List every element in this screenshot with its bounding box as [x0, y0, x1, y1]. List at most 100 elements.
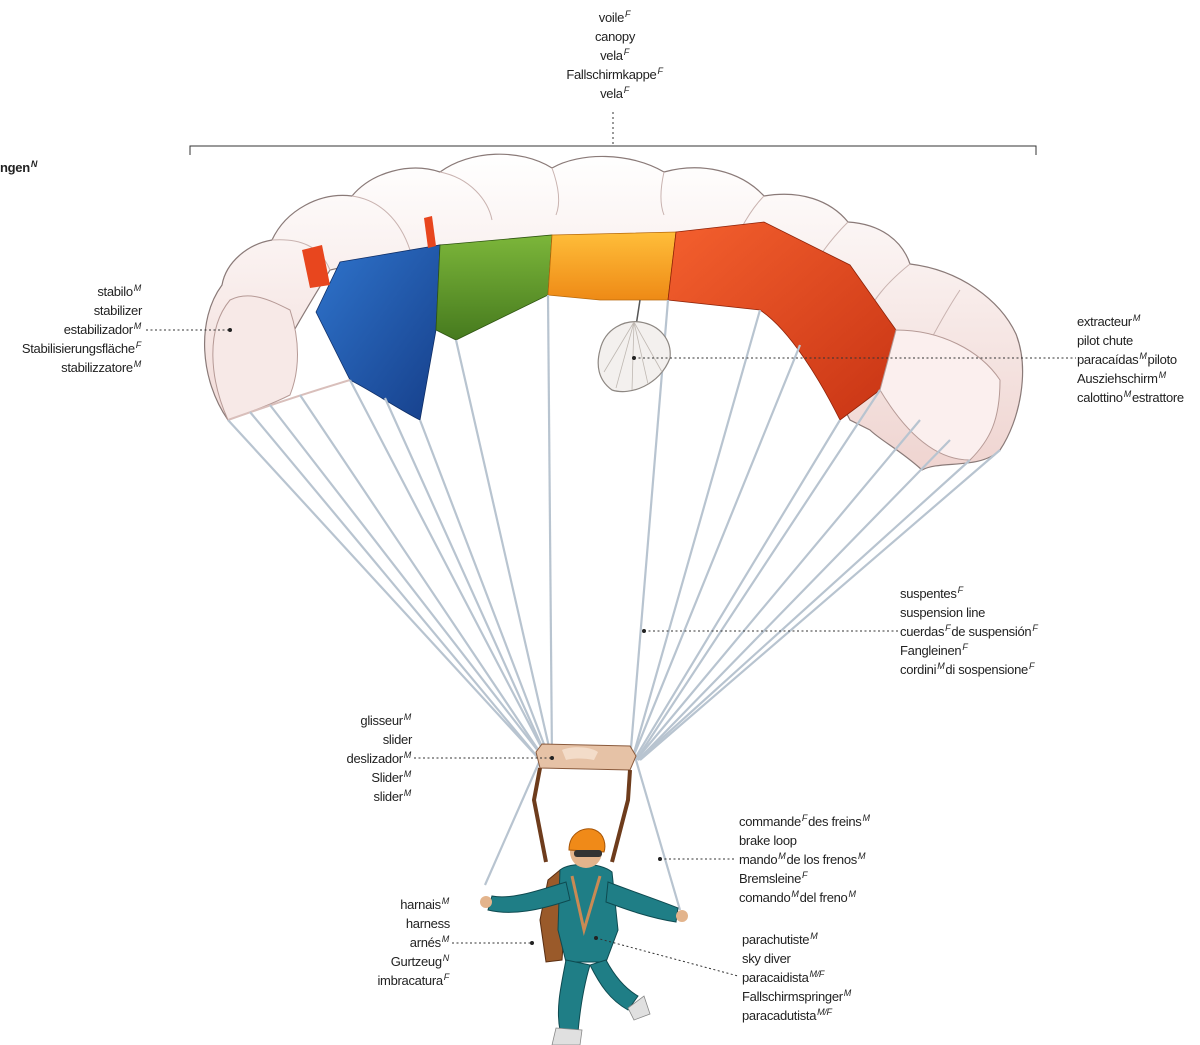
- gender-marker: F: [657, 66, 663, 76]
- gender-marker: F: [443, 972, 450, 982]
- harness-term: GurtzeugN: [330, 952, 450, 971]
- gender-marker: M: [441, 934, 450, 944]
- term-text: commande: [739, 814, 801, 829]
- gender-marker: M: [1139, 351, 1147, 361]
- term-text: canopy: [594, 29, 636, 44]
- leader-dots: [228, 328, 662, 945]
- term-text: comando: [739, 890, 791, 905]
- term-text: Slider: [371, 770, 403, 785]
- term-text: imbracatura: [377, 973, 443, 988]
- term-text: de los frenos: [786, 852, 857, 867]
- pilot-chute-term: pilot chute: [1077, 331, 1184, 350]
- pilot-chute-term: AusziehschirmM: [1077, 369, 1184, 388]
- term-text: de suspensión: [951, 624, 1032, 639]
- sky-diver-term: FallschirmspringerM: [742, 987, 852, 1006]
- term-text: pilot chute: [1077, 333, 1133, 348]
- term-text: stabilo: [97, 284, 133, 299]
- gender-marker: F: [1032, 623, 1038, 633]
- brake-loop-term: comandoMdel frenoM: [739, 888, 871, 907]
- term-text: brake loop: [739, 833, 797, 848]
- sky-diver-term: sky diver: [742, 949, 852, 968]
- term-text: paracaídas: [1077, 352, 1139, 367]
- term-text: estabilizador: [63, 322, 133, 337]
- term-text: extracteur: [1077, 314, 1132, 329]
- slider-term: slider: [300, 730, 413, 749]
- gender-marker: M: [133, 359, 142, 369]
- slider-term: glisseurM: [300, 711, 412, 730]
- suspension-line-term: cuerdasFde suspensiónF: [900, 622, 1039, 641]
- term-text: stabilizzatore: [61, 360, 133, 375]
- term-text: del freno: [799, 890, 848, 905]
- harness-term: harness: [330, 914, 450, 933]
- sky-diver: [480, 828, 688, 1045]
- harness-term: imbracaturaF: [330, 971, 450, 990]
- term-text: deslizador: [346, 751, 404, 766]
- gender-marker: M: [848, 889, 857, 899]
- harness-term: arnésM: [330, 933, 450, 952]
- term-text: estrattore: [1131, 390, 1184, 405]
- gender-marker: F: [957, 585, 964, 595]
- gender-marker: N: [442, 953, 450, 963]
- stabilizer-term: estabilizadorM: [0, 320, 142, 339]
- term-text: harnais: [400, 897, 441, 912]
- gender-marker: M: [133, 283, 142, 293]
- gender-marker: M: [778, 851, 786, 861]
- term-text: Bremsleine: [739, 871, 802, 886]
- term-text: glisseur: [360, 713, 403, 728]
- suspension-line-term: cordiniMdi sospensioneF: [900, 660, 1039, 679]
- gender-marker: M: [937, 661, 945, 671]
- gender-marker: F: [802, 870, 808, 880]
- gender-marker: M: [810, 931, 818, 941]
- term-text: slider: [382, 732, 413, 747]
- canopy-term: voileF: [530, 8, 700, 27]
- term-text: parachutiste: [742, 932, 810, 947]
- gender-marker: M: [858, 851, 866, 861]
- gender-marker: M: [403, 788, 412, 798]
- gender-marker: M: [862, 813, 871, 823]
- sky-diver-term: paracadutistaM/F: [742, 1006, 852, 1025]
- term-text: arnés: [409, 935, 441, 950]
- slider-term: deslizadorM: [300, 749, 412, 768]
- gender-marker: F: [625, 9, 631, 19]
- canopy-term: FallschirmkappeF: [530, 65, 700, 84]
- slider-term: sliderM: [300, 787, 412, 806]
- pilot-chute-term: calottinoMestrattore: [1077, 388, 1184, 407]
- gender-marker: F: [623, 85, 630, 95]
- stabilizer-term: stabilizzatoreM: [0, 358, 142, 377]
- canopy-orange-panel: [547, 231, 677, 301]
- gender-marker: M/F: [809, 969, 825, 979]
- sky-diver-term: paracaidistaM/F: [742, 968, 852, 987]
- term-text: suspension line: [900, 605, 986, 620]
- term-text: paracadutista: [742, 1008, 817, 1023]
- gender-marker: F: [623, 47, 630, 57]
- term-text: vela: [600, 86, 623, 101]
- brake-loop-term: mandoMde los frenosM: [739, 850, 871, 869]
- slider: [531, 743, 637, 863]
- suspension-line-term: suspension line: [900, 603, 1039, 622]
- term-text: cordini: [900, 662, 937, 677]
- term-text: sky diver: [742, 951, 791, 966]
- pilot-chute: [597, 299, 671, 393]
- canopy-blue-panel: [315, 244, 441, 421]
- term-text: Fallschirmkappe: [566, 67, 657, 82]
- term-text: Gurtzeug: [390, 954, 442, 969]
- canopy-term: velaF: [530, 84, 700, 103]
- term-text: Ausziehschirm: [1077, 371, 1158, 386]
- stabilizer-term: stabilizer: [0, 301, 143, 320]
- term-text: Fangleinen: [900, 643, 962, 658]
- term-text: mando: [739, 852, 778, 867]
- stabilizer-term: StabilisierungsflächeF: [0, 339, 142, 358]
- pilot-chute-term: paracaídasMpiloto: [1077, 350, 1184, 369]
- cut-off-label: ngenN: [0, 159, 38, 176]
- gender-marker: M: [791, 889, 799, 899]
- term-text: vela: [600, 48, 623, 63]
- term-text: cuerdas: [900, 624, 945, 639]
